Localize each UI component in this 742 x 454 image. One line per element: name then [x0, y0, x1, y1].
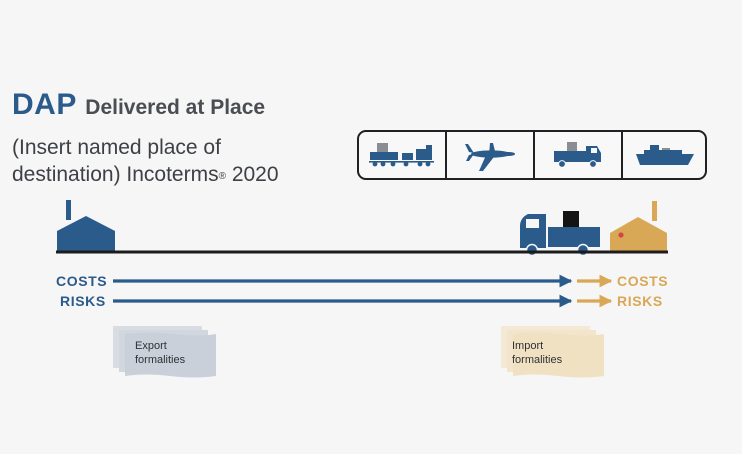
ship-icon — [636, 145, 694, 165]
transport-slot-plane — [447, 132, 533, 178]
buyer-risks-label: RISKS — [617, 293, 663, 309]
export-label-line-2: formalities — [135, 354, 186, 366]
registered-mark: ® — [218, 171, 226, 182]
import-label-line-1: Import — [512, 340, 544, 352]
transport-slot-train — [359, 132, 445, 178]
train-icon — [369, 143, 434, 167]
export-formalities-label: Export formalities — [135, 339, 185, 367]
import-formalities-label: Import formalities — [512, 339, 562, 367]
transport-slot-truck — [535, 132, 621, 178]
subtitle-year: 2020 — [225, 163, 279, 186]
transport-slot-ship — [623, 132, 707, 178]
buyer-costs-label: COSTS — [617, 273, 669, 289]
incoterm-code: DAP — [12, 88, 77, 121]
delivery-truck-icon — [520, 211, 600, 257]
plane-icon — [465, 143, 515, 171]
seller-risks-label: RISKS — [60, 293, 106, 309]
panel-divider — [533, 132, 535, 178]
panel-divider — [621, 132, 623, 178]
subtitle-line-2: destination) Incoterms® 2020 — [12, 161, 279, 188]
subtitle-line-2-text: destination) Incoterms — [12, 163, 219, 186]
transport-modes-panel — [357, 130, 707, 180]
incoterm-subtitle: (Insert named place of destination) Inco… — [12, 134, 279, 188]
page-title: DAP Delivered at Place — [12, 88, 265, 122]
panel-divider — [445, 132, 447, 178]
seller-costs-label: COSTS — [56, 273, 108, 289]
truck-icon — [554, 142, 601, 168]
import-label-line-2: formalities — [512, 354, 563, 366]
subtitle-line-1: (Insert named place of — [12, 136, 221, 159]
seller-factory-icon — [57, 200, 115, 251]
export-label-line-1: Export — [135, 340, 167, 352]
incoterm-name: Delivered at Place — [85, 96, 266, 119]
buyer-factory-icon — [610, 201, 667, 251]
